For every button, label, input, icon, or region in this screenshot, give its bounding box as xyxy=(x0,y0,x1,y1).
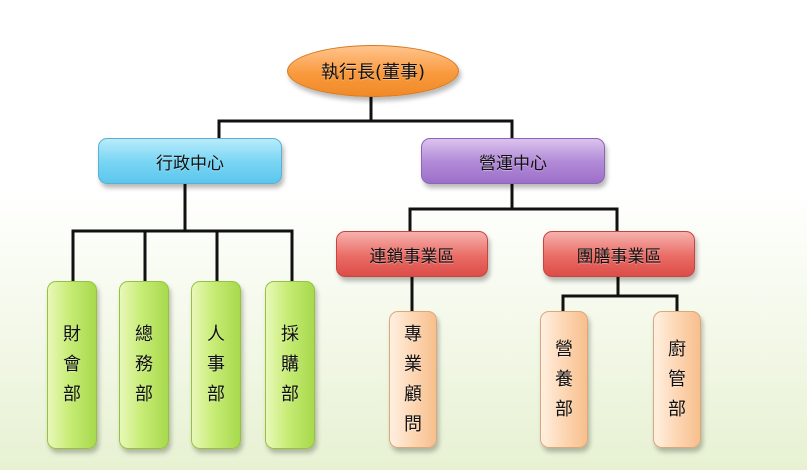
general-affairs-label-char-2: 務 xyxy=(135,354,153,375)
hr-label-char-1: 人 xyxy=(207,324,225,345)
nutrition-label-char-2: 養 xyxy=(555,368,573,390)
consultant-label-char-4: 問 xyxy=(404,413,422,435)
finance-label-char-1: 財 xyxy=(63,324,81,345)
operations-center-node: 營運中心 xyxy=(421,138,605,184)
hr-department-node: 人 事 部 xyxy=(191,281,241,449)
admin-center-node: 行政中心 xyxy=(98,138,282,184)
admin-center-label: 行政中心 xyxy=(156,153,224,174)
chain-division-node: 連鎖事業區 xyxy=(336,231,488,277)
nutrition-department-node: 營 養 部 xyxy=(540,311,588,448)
kitchen-label-char-3: 部 xyxy=(668,398,686,420)
chain-division-label: 連鎖事業區 xyxy=(369,246,455,267)
procurement-label-char-2: 購 xyxy=(281,354,299,375)
procurement-department-node: 採 購 部 xyxy=(265,281,315,449)
nutrition-label-char-1: 營 xyxy=(555,338,573,360)
catering-division-node: 團膳事業區 xyxy=(543,231,695,277)
consultant-label-char-3: 顧 xyxy=(404,383,422,405)
finance-label-char-2: 會 xyxy=(63,354,81,375)
ceo-label: 執行長(董事) xyxy=(320,62,426,83)
consultant-label-char-1: 專 xyxy=(404,323,422,345)
ceo-node: 執行長(董事) xyxy=(287,45,459,97)
kitchen-management-department-node: 廚 管 部 xyxy=(653,311,701,448)
hr-label-char-3: 部 xyxy=(207,384,225,405)
procurement-label-char-1: 採 xyxy=(281,324,299,345)
kitchen-label-char-1: 廚 xyxy=(668,338,686,360)
finance-department-node: 財 會 部 xyxy=(47,281,97,449)
consultant-node: 專 業 顧 問 xyxy=(389,311,437,448)
catering-division-label: 團膳事業區 xyxy=(576,246,662,267)
procurement-label-char-3: 部 xyxy=(281,384,299,405)
nutrition-label-char-3: 部 xyxy=(555,398,573,420)
finance-label-char-3: 部 xyxy=(63,384,81,405)
general-affairs-label-char-3: 部 xyxy=(135,384,153,405)
general-affairs-department-node: 總 務 部 xyxy=(119,281,169,449)
hr-label-char-2: 事 xyxy=(207,354,225,375)
consultant-label-char-2: 業 xyxy=(404,353,422,375)
general-affairs-label-char-1: 總 xyxy=(135,324,153,345)
kitchen-label-char-2: 管 xyxy=(668,368,686,390)
operations-center-label: 營運中心 xyxy=(479,153,547,174)
